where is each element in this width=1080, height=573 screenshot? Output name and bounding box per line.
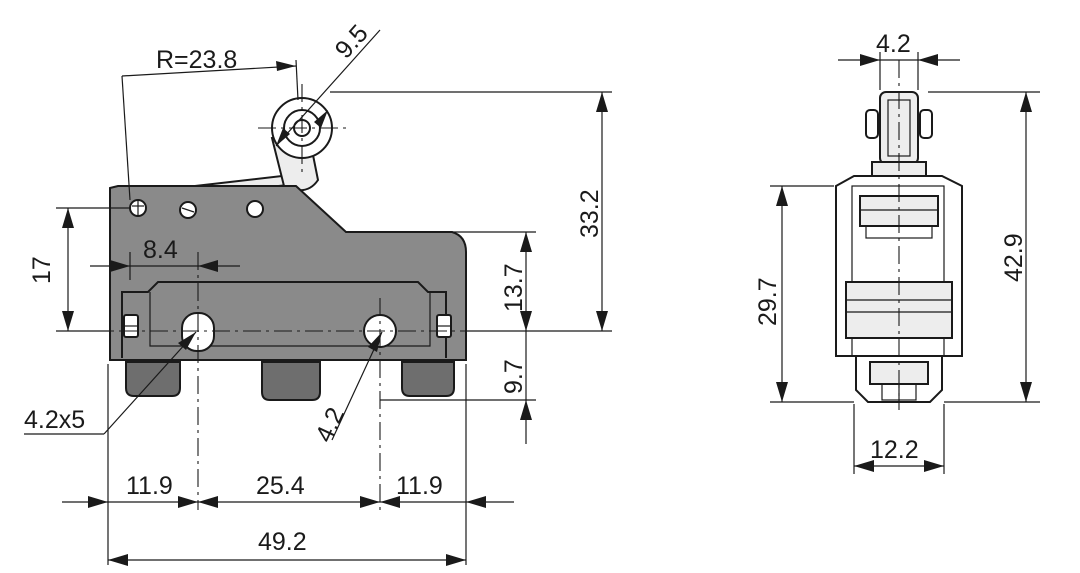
side-view: 4.2 29.7 42.9 12.2 bbox=[754, 30, 1040, 474]
dim-hole-offset: 8.4 bbox=[143, 236, 178, 264]
terminal-right bbox=[401, 361, 455, 397]
terminal-middle bbox=[261, 361, 321, 401]
dim-side-total-height: 42.9 bbox=[1000, 233, 1028, 282]
dim-roller-width: 4.2 bbox=[876, 30, 911, 58]
mounting-frame bbox=[121, 281, 447, 358]
dim-hole-height: 17 bbox=[28, 256, 56, 284]
dim-round-hole: 4.2 bbox=[310, 403, 350, 446]
dim-right-edge: 11.9 bbox=[396, 472, 443, 500]
pivot-hole-3 bbox=[246, 200, 264, 218]
dim-overall-length: 49.2 bbox=[258, 528, 307, 556]
dim-slot-hole: 4.2x5 bbox=[24, 406, 85, 434]
dim-terminal-height: 9.7 bbox=[500, 359, 528, 394]
dim-side-width: 12.2 bbox=[870, 436, 919, 464]
dim-side-height: 29.7 bbox=[754, 277, 782, 326]
dim-roller-diameter: 9.5 bbox=[330, 19, 374, 64]
dim-radius: R=23.8 bbox=[156, 46, 237, 74]
dim-mount-height: 13.7 bbox=[500, 263, 528, 312]
front-view: R=23.8 9.5 33.2 17 8.4 13.7 9.7 bbox=[24, 19, 612, 566]
dim-left-edge: 11.9 bbox=[126, 472, 173, 500]
switch-housing bbox=[109, 185, 467, 361]
dim-overall-height: 33.2 bbox=[576, 189, 604, 238]
dim-hole-spacing: 25.4 bbox=[256, 472, 305, 500]
